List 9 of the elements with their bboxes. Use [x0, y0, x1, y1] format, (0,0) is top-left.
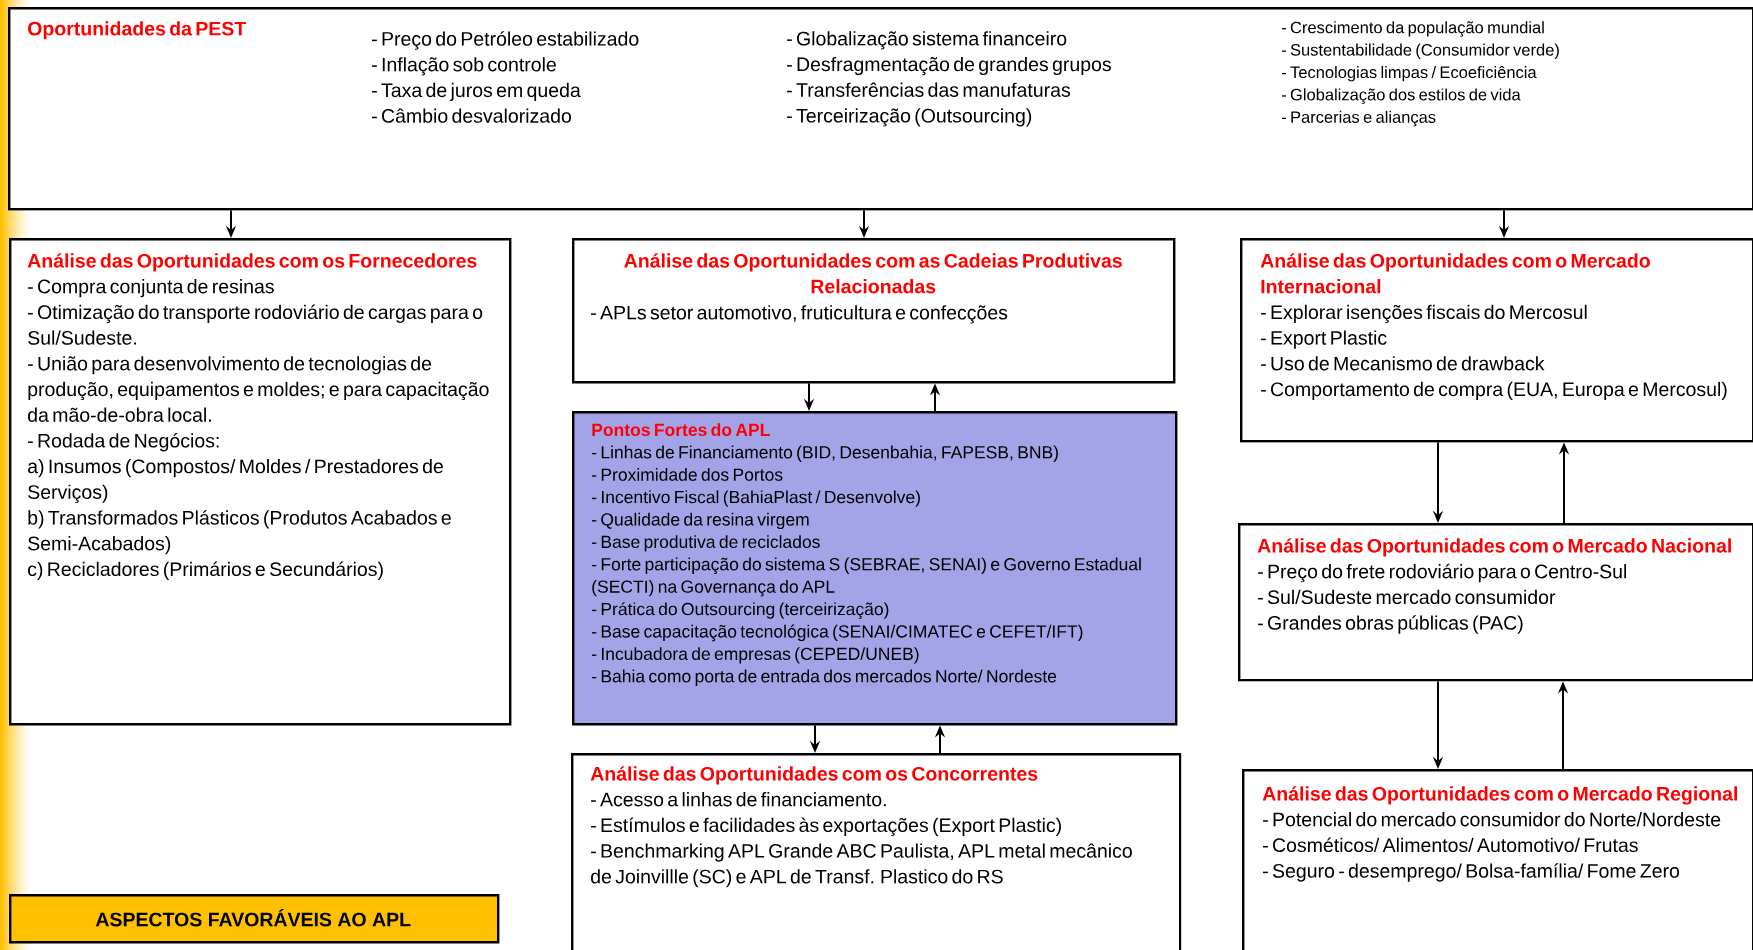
- opportunities-box: Oportunidades da PEST - Preço do Petróleo estabilizado - Inflação sob controle - Taxa de juros em queda - Câmbio desvalorizado - Globalização sistema financeiro - Desfragmentação de grandes grupos - Transferências das manufaturas - Terceirização (Outsourcing) - Crescimento da população mundial - Sustentabilidade (Consumidor verde) - Tecnologias limpas / Ecoeficiência - Globalização dos estilos de vida - Parcerias e alianças: [8, 7, 1753, 211]
- analysis-box: Análise das Oportunidades com as Cadeias Produtivas Relacionadas - APLs setor automotivo, fruticultura e confecções: [572, 238, 1176, 384]
- strengths-box: Pontos Fortes do APL - Linhas de Financiamento (BID, Desenbahia, FAPESB, BNB) - Proximidade dos Portos - Incentivo Fiscal (BahiaPlast / Desenvolve) - Qualidade da resina virgem - Base produtiva de reciclados - Forte participação do sistema S (SEBRAE, SENAI) e Governo Estadual (SECTI) na Governança do APL - Prática do Outsourcing (terceirização) - Base capacitação tecnológica (SENAI/CIMATEC e CEFET/IFT) - Incubadora de empresas (CEPED/UNEB) - Bahia como porta de entrada dos mercados Norte/ Nordeste: [572, 411, 1178, 726]
- analysis-box: Análise das Oportunidades com o Mercado Internacional - Explorar isenções fiscais do Mercosul - Export Plastic - Uso de Mecanismo de drawback - Comportamento de compra (EUA, Europa e Mercosul): [1240, 238, 1753, 443]
- title-banner: ASPECTOS FAVORÁVEIS AO APL: [9, 894, 500, 944]
- analysis-box: Análise das Oportunidades com o Mercado Regional - Potencial do mercado consumidor do Norte/Nordeste - Cosméticos/ Alimentos/ Automotivo/ Frutas - Seguro - desemprego/ Bolsa-família/ Fome Zero: [1242, 769, 1753, 950]
- analysis-box: Análise das Oportunidades com os Concorrentes - Acesso a linhas de financiamento. - Estímulos e facilidades às exportações (Export Plastic) - Benchmarking APL Grande ABC Paulista, APL metal mecânico de Joinvillle (SC) e APL de Transf. Plastico do RS: [571, 753, 1182, 950]
- analysis-box: Análise das Oportunidades com o Mercado Nacional - Preço do frete rodoviário para o Centro-Sul - Sul/Sudeste mercado consumidor - Grandes obras públicas (PAC): [1238, 523, 1753, 682]
- analysis-box: Análise das Oportunidades com os Fornecedores - Compra conjunta de resinas - Otimização do transporte rodoviário de cargas para o Sul/Sudeste. - União para desenvolvimento de tecnologias de produção, equipamentos e moldes; e para capacitação da mão-de-obra local. - Rodada de Negócios: a) Insumos (Compostos/ Moldes / Prestadores de Serviços) b) Transformados Plásticos (Produtos Acabados e Semi-Acabados) c) Recicladores (Primários e Secundários): [9, 238, 512, 726]
